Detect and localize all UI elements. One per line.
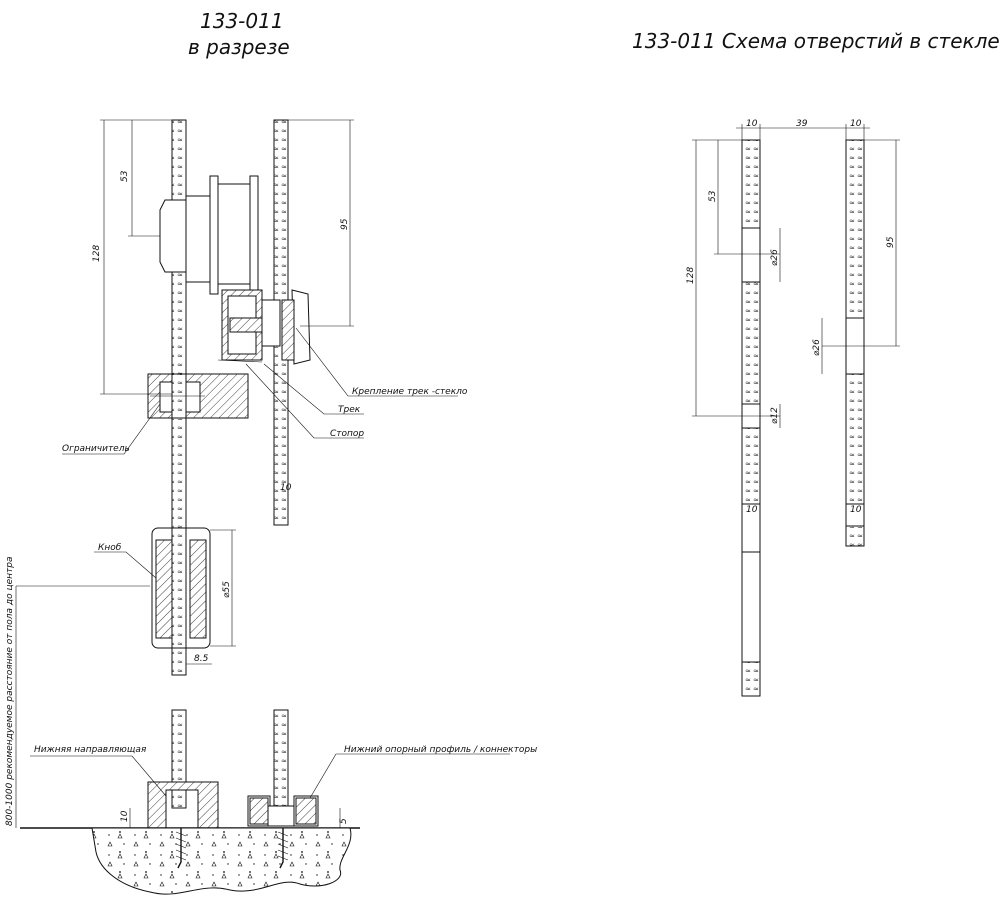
dim-right-53: 53 [708, 190, 718, 202]
hole-scheme: 10 39 10 53 128 95 ⌀26 ⌀26 ⌀12 10 10 [686, 119, 900, 697]
roller-wheel [159, 175, 259, 295]
hole-12: ⌀12 [770, 407, 780, 424]
dimension-lines-left [15, 119, 354, 828]
dim-top-39: 39 [796, 119, 808, 129]
label-limiter: Ограничитель [62, 444, 130, 454]
dim-53: 53 [120, 170, 130, 182]
dim-10-b: 10 [280, 483, 292, 493]
dim-top-10-a: 10 [746, 119, 758, 129]
label-bottom-profile: Нижний опорный профиль / коннекторы [344, 745, 537, 755]
label-bottom-guide: Нижняя направляющая [34, 745, 147, 755]
screws [175, 828, 289, 869]
label-floor-distance: 800-1000 рекомендуемое расстояние от пол… [5, 556, 15, 826]
dim-8-5: 8.5 [194, 654, 209, 664]
right-title: 133-011 Схема отверстий в стекле . [632, 29, 1000, 53]
section-view: 53 128 95 ⌀55 8.5 10 10 5 Крепление трек… [5, 119, 537, 895]
bottom-profile [247, 795, 319, 827]
concrete-floor [91, 827, 352, 895]
gap-10-b: 10 [850, 505, 862, 515]
bottom-guide [147, 781, 219, 829]
track-mount [217, 289, 311, 365]
label-knob: Кноб [98, 543, 122, 553]
left-title-code: 133-011 [200, 9, 284, 33]
hole-26-b: ⌀26 [812, 339, 822, 356]
dim-55: ⌀55 [222, 581, 232, 598]
knob [151, 527, 211, 649]
dim-95: 95 [340, 218, 350, 230]
dim-right-128: 128 [686, 267, 696, 284]
dim-5: 5 [339, 818, 349, 824]
leaders [30, 327, 510, 799]
hole-26-a: ⌀26 [770, 249, 780, 266]
limiter-block [147, 373, 249, 419]
dim-right-95: 95 [886, 236, 896, 248]
dim-top-10-b: 10 [850, 119, 862, 129]
dim-128: 128 [92, 245, 102, 262]
label-track: Трек [338, 405, 361, 415]
gap-10-a: 10 [746, 505, 758, 515]
label-track-glass-mount: Крепление трек -стекло [352, 387, 468, 397]
left-title-section: в разрезе [188, 35, 290, 59]
dim-10-a: 10 [120, 810, 130, 822]
label-stopper: Стопор [330, 429, 364, 439]
